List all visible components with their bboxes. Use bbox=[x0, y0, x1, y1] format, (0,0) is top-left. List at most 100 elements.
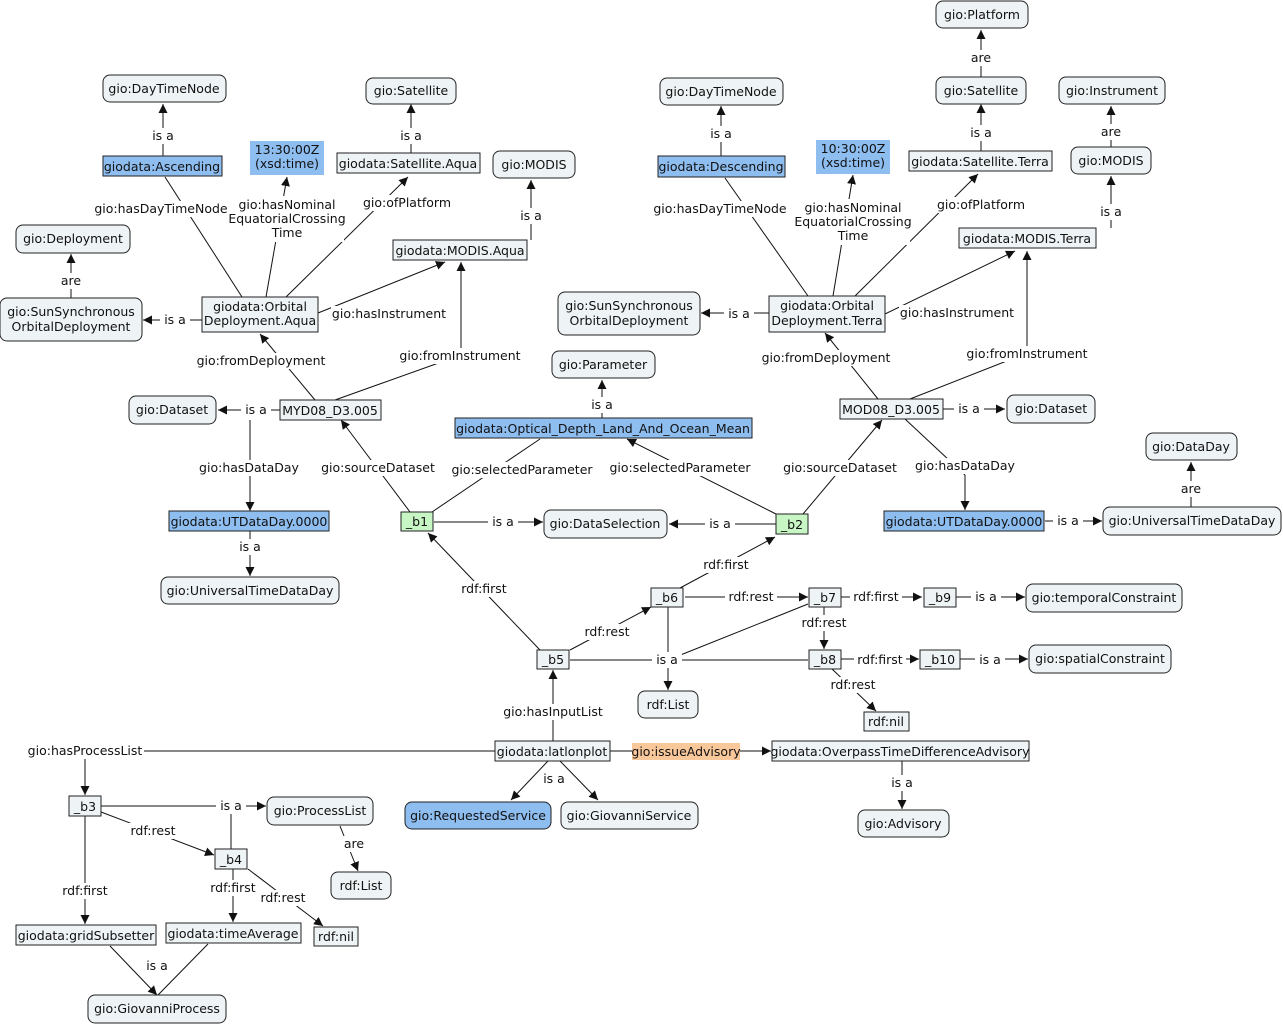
node-label: giodata:latlonplot bbox=[497, 744, 608, 759]
edge-label: gio:ofPlatform bbox=[363, 195, 451, 210]
node-b5[interactable]: _b5 bbox=[536, 649, 570, 670]
node-timeaverage[interactable]: giodata:timeAverage bbox=[165, 922, 302, 944]
node-overpass[interactable]: giodata:OverpassTimeDifferenceAdvisory bbox=[771, 740, 1031, 762]
edge-label: gio:fromDeployment bbox=[762, 350, 891, 365]
node-label: giodata:MODIS.Terra bbox=[963, 231, 1091, 246]
node-myd08[interactable]: MYD08_D3.005 bbox=[279, 399, 382, 421]
edge-label: rdf:first bbox=[62, 883, 108, 898]
node-b1[interactable]: _b1 bbox=[400, 511, 434, 532]
node-temporalconstraint[interactable]: gio:temporalConstraint bbox=[1025, 583, 1183, 613]
node-label: (xsd:time) bbox=[255, 156, 319, 171]
edge-latlon-giovanni bbox=[559, 760, 599, 801]
edge-label: is a bbox=[520, 208, 542, 223]
node-b6[interactable]: _b6 bbox=[650, 587, 684, 608]
node-label: gio:SunSynchronous bbox=[565, 298, 693, 313]
edge-label: gio:hasNominal bbox=[238, 197, 335, 212]
node-giovanniprocess[interactable]: gio:GiovanniProcess bbox=[87, 994, 227, 1024]
node-dataday-class[interactable]: gio:DataDay bbox=[1145, 432, 1238, 461]
edge-label: rdf:first bbox=[857, 652, 903, 667]
node-label: giodata:Satellite.Terra bbox=[911, 154, 1049, 169]
node-terra-utdataday[interactable]: giodata:UTDataDay.0000 bbox=[883, 510, 1045, 532]
node-aqua-modis-class[interactable]: gio:MODIS bbox=[492, 150, 576, 179]
node-terra-orbital[interactable]: giodata:Orbital Deployment.Terra bbox=[768, 295, 886, 333]
node-terra-satellite-class[interactable]: gio:Satellite bbox=[935, 76, 1027, 105]
node-label: giodata:timeAverage bbox=[168, 926, 299, 941]
node-aqua-satellite[interactable]: giodata:Satellite.Aqua bbox=[336, 152, 481, 174]
node-b7[interactable]: _b7 bbox=[808, 587, 842, 608]
node-aqua-ascending[interactable]: giodata:Ascending bbox=[102, 155, 223, 177]
node-terra-daytimenode[interactable]: gio:DayTimeNode bbox=[659, 77, 784, 106]
edge-label: gio:fromInstrument bbox=[966, 346, 1087, 361]
node-advisory-class[interactable]: gio:Advisory bbox=[857, 809, 950, 838]
node-label: _b8 bbox=[813, 652, 836, 667]
node-gridsubsetter[interactable]: giodata:gridSubsetter bbox=[15, 924, 157, 946]
node-rdfnil-mid[interactable]: rdf:nil bbox=[863, 711, 910, 732]
edge-label: rdf:first bbox=[210, 880, 256, 895]
node-label: _b4 bbox=[219, 852, 242, 867]
node-requestedservice[interactable]: gio:RequestedService bbox=[404, 801, 552, 830]
node-optical-depth[interactable]: giodata:Optical_Depth_Land_And_Ocean_Mea… bbox=[454, 417, 753, 439]
node-aqua-orbital[interactable]: giodata:Orbital Deployment.Aqua bbox=[201, 296, 319, 333]
node-b9[interactable]: _b9 bbox=[923, 587, 957, 608]
node-terra-universaltimedataday[interactable]: gio:UniversalTimeDataDay bbox=[1102, 506, 1282, 536]
node-label: gio:Satellite bbox=[944, 83, 1019, 98]
node-terra-modis[interactable]: giodata:MODIS.Terra bbox=[958, 227, 1097, 249]
node-rdflist-mid[interactable]: rdf:List bbox=[637, 690, 699, 719]
edge-label: are bbox=[971, 50, 992, 65]
node-aqua-satellite-class[interactable]: gio:Satellite bbox=[365, 77, 457, 105]
node-parameter-class[interactable]: gio:Parameter bbox=[551, 350, 656, 379]
node-aqua-modis[interactable]: giodata:MODIS.Aqua bbox=[392, 239, 528, 261]
node-label: gio:ProcessList bbox=[274, 803, 367, 818]
edge-label: gio:ofPlatform bbox=[937, 197, 1025, 212]
node-aqua-universaltimedataday[interactable]: gio:UniversalTimeDataDay bbox=[160, 576, 340, 605]
edge-label: rdf:first bbox=[853, 589, 899, 604]
node-label: _b7 bbox=[813, 590, 836, 605]
node-aqua-time[interactable]: 13:30:00Z (xsd:time) bbox=[250, 141, 324, 175]
node-terra-dataset-class[interactable]: gio:Dataset bbox=[1006, 394, 1096, 424]
node-label: giodata:UTDataDay.0000 bbox=[886, 514, 1043, 529]
node-aqua-utdataday[interactable]: giodata:UTDataDay.0000 bbox=[168, 510, 330, 532]
edge-label: gio:selectedParameter bbox=[609, 460, 751, 475]
node-terra-sunsync[interactable]: gio:SunSynchronous OrbitalDeployment bbox=[557, 291, 701, 336]
node-b8[interactable]: _b8 bbox=[808, 649, 842, 670]
node-b3[interactable]: _b3 bbox=[68, 795, 102, 817]
node-giovanniservice[interactable]: gio:GiovanniService bbox=[560, 801, 699, 830]
edge-label: gio:hasInstrument bbox=[900, 305, 1014, 320]
node-instrument-class[interactable]: gio:Instrument bbox=[1058, 76, 1166, 105]
node-processlist-class[interactable]: gio:ProcessList bbox=[266, 796, 374, 826]
node-rdfnil-low[interactable]: rdf:nil bbox=[313, 926, 359, 947]
node-b2[interactable]: _b2 bbox=[775, 513, 809, 535]
edge-b7-isa-list bbox=[667, 603, 809, 661]
node-label: gio:Deployment bbox=[23, 231, 123, 246]
node-aqua-daytimenode[interactable]: gio:DayTimeNode bbox=[102, 74, 227, 103]
node-terra-satellite[interactable]: giodata:Satellite.Terra bbox=[908, 150, 1053, 172]
node-latlonplot[interactable]: giodata:latlonplot bbox=[494, 740, 611, 762]
edge-label: EquatorialCrossing bbox=[794, 214, 911, 229]
node-terra-time[interactable]: 10:30:00Z (xsd:time) bbox=[816, 140, 890, 174]
node-label: _b2 bbox=[780, 517, 803, 532]
node-terra-descending[interactable]: giodata:Descending bbox=[657, 155, 786, 178]
edge-label: is a bbox=[239, 539, 261, 554]
node-terra-modis-class[interactable]: gio:MODIS bbox=[1070, 146, 1152, 175]
node-aqua-sunsync[interactable]: gio:SunSynchronous OrbitalDeployment bbox=[0, 297, 143, 342]
node-dataselection-class[interactable]: gio:DataSelection bbox=[543, 509, 668, 539]
node-platform-class[interactable]: gio:Platform bbox=[935, 0, 1029, 29]
edge-label: gio:sourceDataset bbox=[321, 460, 435, 475]
node-label: _b5 bbox=[541, 652, 564, 667]
edge-label: are bbox=[344, 836, 365, 851]
node-label: gio:Dataset bbox=[136, 402, 208, 417]
edge-label: gio:hasDataDay bbox=[915, 458, 1015, 473]
node-label: gio:Instrument bbox=[1066, 83, 1158, 98]
node-aqua-dataset-class[interactable]: gio:Dataset bbox=[128, 395, 217, 425]
node-rdflist-low[interactable]: rdf:List bbox=[330, 871, 392, 900]
node-label: giodata:gridSubsetter bbox=[18, 928, 155, 943]
node-b10[interactable]: _b10 bbox=[919, 649, 961, 670]
edge-label: is a bbox=[543, 771, 565, 786]
node-b4[interactable]: _b4 bbox=[214, 848, 248, 870]
node-spatialconstraint[interactable]: gio:spatialConstraint bbox=[1028, 644, 1172, 674]
node-aqua-deployment-class[interactable]: gio:Deployment bbox=[15, 224, 131, 254]
node-issueadvisory[interactable]: gio:issueAdvisory bbox=[631, 743, 741, 760]
node-label: gio:temporalConstraint bbox=[1032, 590, 1177, 605]
edge-label: is a bbox=[958, 401, 980, 416]
node-mod08[interactable]: MOD08_D3.005 bbox=[839, 398, 944, 420]
